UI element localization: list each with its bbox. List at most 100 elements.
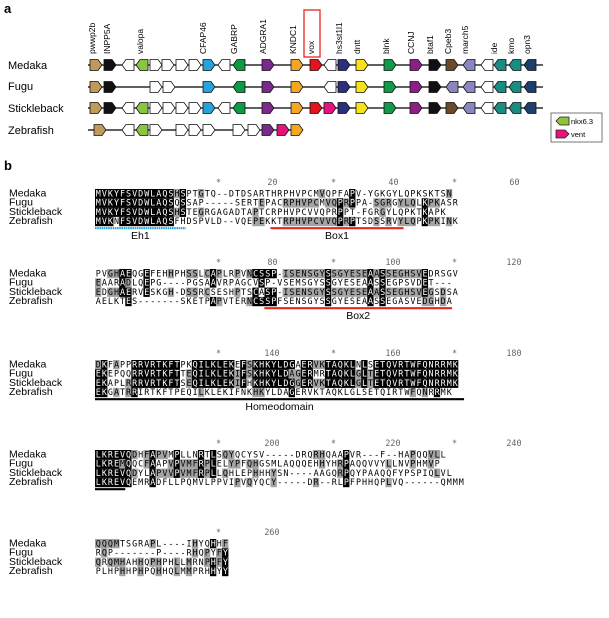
- residue: S: [356, 287, 361, 297]
- residue: Y: [338, 278, 343, 288]
- residue-shading: [179, 468, 187, 478]
- gene-arrow: [175, 59, 189, 71]
- residue: K: [229, 378, 235, 388]
- residue: E: [144, 268, 149, 278]
- residue-shading: [451, 369, 459, 379]
- residue: A: [368, 278, 373, 288]
- sequence-row: PLHPHHPHPQHHQLMMPRHHYY: [96, 566, 228, 576]
- gene-label-cfap46: CFAP46: [198, 22, 208, 54]
- ruler-mark: 80: [267, 257, 277, 267]
- residue: Q: [332, 387, 337, 397]
- residue-shading: [191, 269, 199, 279]
- residue: T: [205, 449, 210, 459]
- residue-shading: [101, 468, 108, 478]
- residue-shading: [131, 198, 138, 208]
- residue: D: [138, 198, 143, 208]
- residue: F: [410, 387, 415, 397]
- gene-arrow: [103, 59, 117, 71]
- residue: K: [108, 198, 114, 208]
- residue: K: [211, 369, 217, 379]
- residue-shading: [119, 450, 126, 460]
- residue: K: [253, 369, 259, 379]
- residue-shading: [185, 369, 193, 379]
- residue: Q: [168, 566, 173, 576]
- residue: S: [308, 287, 313, 297]
- residue: N: [447, 188, 452, 198]
- residue: Y: [392, 188, 397, 198]
- residue: A: [229, 207, 234, 217]
- residue: V: [308, 387, 313, 397]
- residue-shading: [324, 378, 332, 388]
- residue-shading: [252, 287, 259, 297]
- residue: Q: [108, 538, 113, 548]
- residue-shading: [367, 287, 374, 297]
- residue-shading: [397, 360, 404, 370]
- residue-shading: [113, 269, 120, 279]
- residue: F: [120, 216, 125, 226]
- residue-shading: [119, 269, 126, 279]
- residue-shading: [143, 369, 150, 379]
- residue-shading: [300, 269, 308, 279]
- residue: P: [114, 378, 119, 388]
- gene-arrow: [121, 59, 135, 71]
- residue-shading: [173, 557, 180, 567]
- residue: C: [205, 287, 210, 297]
- residue: Q: [108, 557, 113, 567]
- residue: Y: [229, 459, 234, 469]
- residue: E: [132, 477, 137, 487]
- residue-shading: [270, 287, 277, 297]
- residue: N: [295, 296, 300, 306]
- residue: P: [187, 278, 192, 288]
- residue: R: [132, 369, 138, 379]
- residue-shading: [173, 378, 180, 388]
- gene-arrow: [523, 81, 537, 93]
- residue: K: [253, 359, 259, 369]
- residue: -: [174, 278, 179, 288]
- residue: T: [350, 207, 355, 217]
- residue: T: [380, 369, 385, 379]
- residue: D: [156, 477, 161, 487]
- residue-shading: [113, 477, 120, 488]
- residue: L: [386, 477, 391, 487]
- residue: S: [410, 268, 415, 278]
- residue: I: [283, 287, 288, 297]
- residue: P: [181, 477, 186, 487]
- residue-shading: [137, 566, 144, 577]
- gene-arrow: [309, 102, 323, 114]
- residue-shading: [125, 287, 132, 297]
- species-label: Zebrafish: [9, 476, 53, 488]
- residue-shading: [173, 360, 180, 370]
- species-label-medaka: Medaka: [8, 60, 48, 72]
- residue: H: [253, 468, 258, 478]
- residue: E: [423, 287, 428, 297]
- residue: D: [132, 449, 137, 459]
- residue-shading: [312, 269, 320, 279]
- residue-shading: [95, 387, 102, 398]
- residue: M: [314, 188, 319, 198]
- residue: P: [332, 188, 337, 198]
- residue: H: [368, 477, 373, 487]
- residue: S: [435, 287, 440, 297]
- residue-shading: [143, 287, 150, 297]
- residue-shading: [222, 557, 229, 567]
- residue: T: [398, 387, 403, 397]
- residue: M: [96, 198, 101, 208]
- residue-shading: [107, 189, 114, 199]
- residue-shading: [427, 459, 435, 469]
- residue: E: [362, 287, 367, 297]
- residue: E: [374, 378, 379, 388]
- residue: H: [120, 557, 125, 567]
- synteny-tracks: [88, 59, 543, 136]
- residue: K: [247, 387, 253, 397]
- residue: S: [168, 198, 173, 208]
- residue-shading: [270, 378, 277, 388]
- sequence-row: EKEPQQRRVRTKFTTEQILKLEKIFSKHKYLDAGERMRTA…: [96, 369, 459, 379]
- residue: L: [392, 207, 397, 217]
- residue: R: [308, 359, 314, 369]
- gene-arrow: [445, 59, 459, 71]
- residue-shading: [143, 198, 150, 208]
- residue-shading: [421, 369, 429, 379]
- residue-shading: [385, 459, 392, 469]
- species-label: Stickleback: [9, 377, 63, 389]
